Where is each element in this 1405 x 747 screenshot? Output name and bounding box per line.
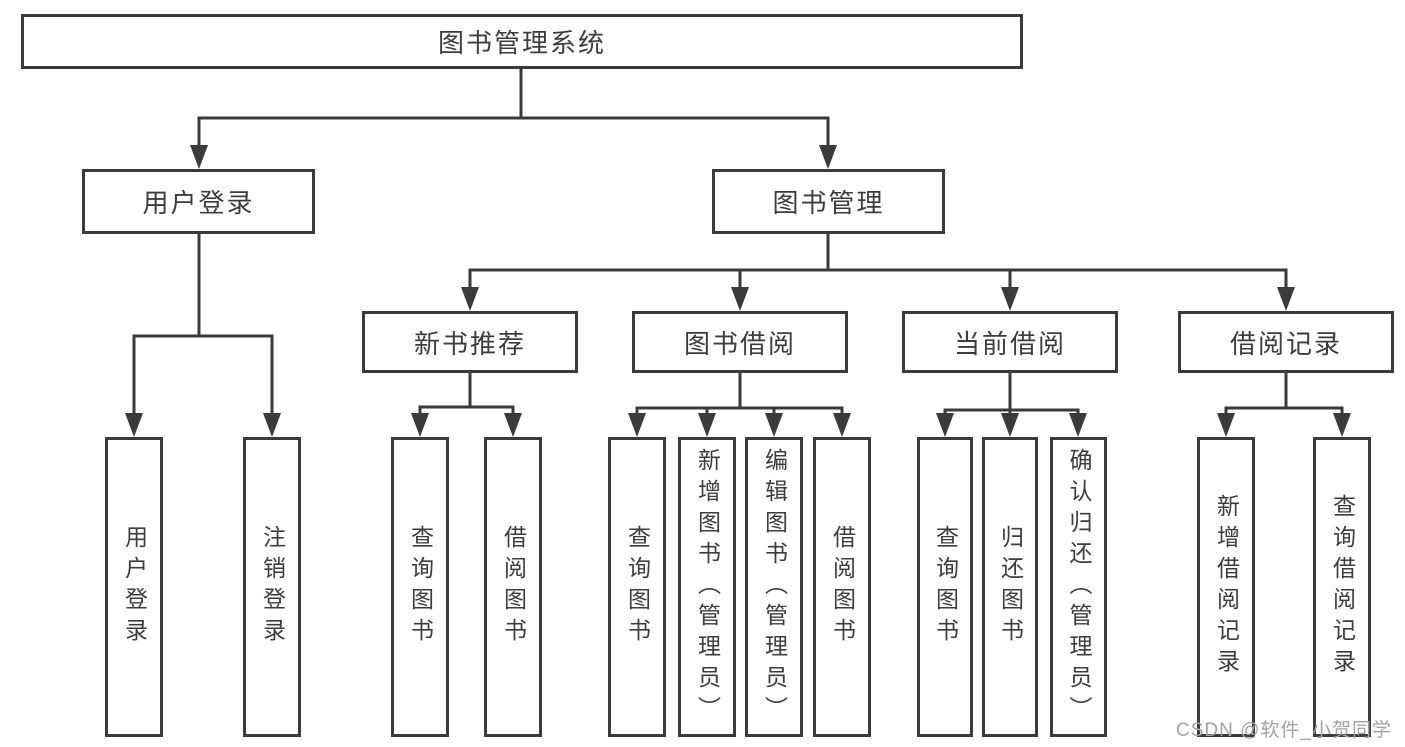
- node-borrow-records: 借阅记录: [1178, 311, 1394, 373]
- leaf-add-borrow-record: 新增借阅记录: [1197, 437, 1255, 737]
- leaf-borrow-books-borrowing: 借阅图书: [813, 437, 871, 737]
- leaf-query-books-current: 查询图书: [917, 437, 973, 737]
- node-root: 图书管理系统: [21, 14, 1023, 69]
- leaf-add-books-admin: 新增图书（管理员）: [678, 437, 736, 737]
- leaf-logout: 注销登录: [243, 437, 301, 737]
- leaf-edit-books-admin: 编辑图书（管理员）: [745, 437, 803, 737]
- leaf-user-login: 用户登录: [105, 437, 163, 737]
- leaf-query-books-borrowing: 查询图书: [608, 437, 666, 737]
- node-current-borrowing: 当前借阅: [902, 311, 1118, 373]
- leaf-confirm-return-admin: 确认归还（管理员）: [1050, 437, 1107, 737]
- node-user-login: 用户登录: [82, 169, 315, 234]
- node-new-book-recommend: 新书推荐: [362, 311, 578, 373]
- leaf-query-borrow-record: 查询借阅记录: [1313, 437, 1371, 737]
- node-book-borrowing: 图书借阅: [632, 311, 848, 373]
- leaf-borrow-books-recommend: 借阅图书: [484, 437, 542, 737]
- leaf-return-books: 归还图书: [982, 437, 1038, 737]
- node-book-management: 图书管理: [712, 169, 945, 234]
- watermark: CSDN @软件_小贺同学: [1176, 720, 1392, 741]
- leaf-query-books-recommend: 查询图书: [391, 437, 449, 737]
